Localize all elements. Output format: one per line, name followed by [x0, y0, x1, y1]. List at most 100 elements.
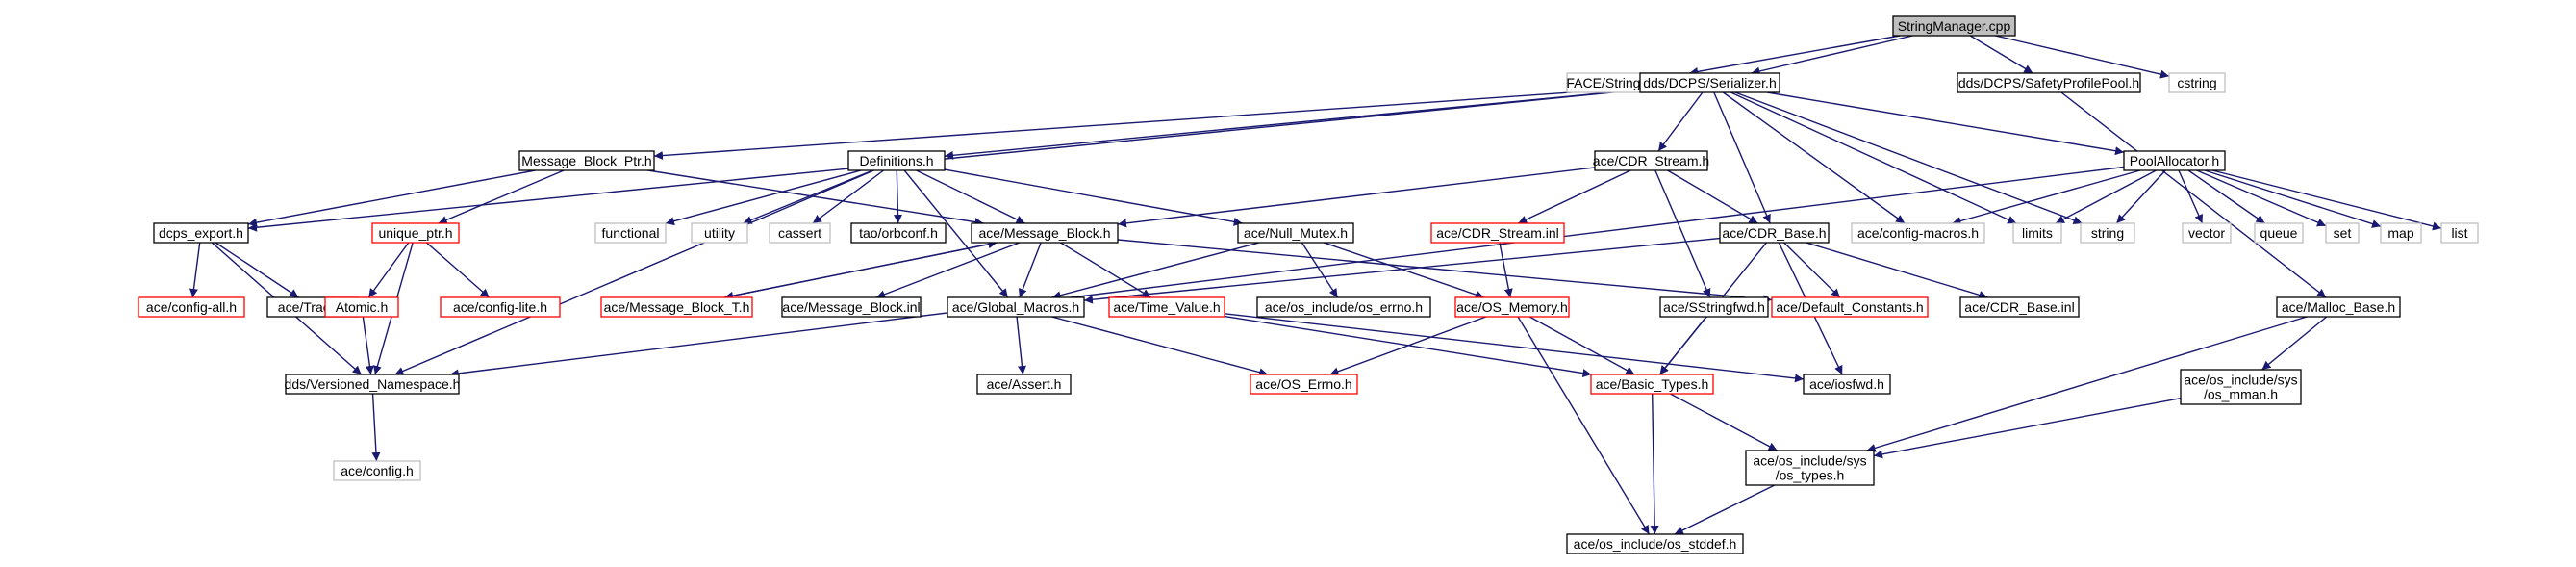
edge-poolalloc-to-list: [2211, 169, 2442, 231]
node-label: /os_mman.h: [2204, 387, 2278, 402]
node-box: [971, 222, 1119, 244]
edge-poolalloc-to-map: [2204, 169, 2382, 228]
node-label: ace/OS_Errno.h: [1255, 376, 1351, 392]
edge-poolalloc-to-vector: [2178, 169, 2204, 224]
edge-root-to-safety: [1969, 35, 2033, 74]
node-mb-inl[interactable]: ace/Message_Block.inl: [781, 296, 922, 318]
node-label: PoolAllocator.h: [2130, 153, 2219, 168]
node-os-errno-h[interactable]: ace/os_include/os_errno.h: [1256, 296, 1431, 318]
node-box: [1771, 296, 1929, 318]
edge-serializer-to-poolalloc: [1767, 91, 2125, 156]
node-label: Definitions.h: [859, 153, 933, 168]
node-label: cstring: [2177, 75, 2216, 90]
edge-os_memory-to-os_errno: [1329, 316, 1487, 376]
edge-message_block-to-mb_inl: [875, 242, 1021, 298]
node-os-mman[interactable]: ace/os_include/sys/os_mman.h: [2180, 369, 2302, 405]
node-time-value[interactable]: ace/Time_Value.h: [1108, 296, 1225, 318]
node-default-constants[interactable]: ace/Default_Constants.h: [1771, 296, 1929, 318]
node-box: [1892, 15, 2016, 37]
node-cassert: cassert: [769, 222, 831, 244]
node-versioned-ns[interactable]: dds/Versioned_Namespace.h: [285, 374, 461, 395]
node-box: [691, 222, 748, 244]
node-config-all[interactable]: ace/config-all.h: [138, 296, 245, 318]
node-safety[interactable]: dds/DCPS/SafetyProfilePool.h: [1957, 72, 2141, 93]
node-label: ace/CDR_Base.h: [1722, 225, 1826, 241]
node-dcps-export[interactable]: dcps_export.h: [153, 222, 249, 244]
node-label: ace/config-all.h: [146, 299, 237, 315]
node-box: [1659, 296, 1769, 318]
node-label: functional: [602, 225, 660, 241]
node-mbptr[interactable]: Message_Block_Ptr.h: [518, 150, 655, 171]
edge-serializer-to-cdr_stream: [1657, 91, 1704, 152]
node-global-macros[interactable]: ace/Global_Macros.h: [947, 296, 1085, 318]
node-box: [1237, 222, 1354, 244]
node-message-block[interactable]: ace/Message_Block.h: [971, 222, 1119, 244]
node-cdr-base[interactable]: ace/CDR_Base.h: [1719, 222, 1830, 244]
edge-sstringfwd-to-basic_types: [1659, 316, 1707, 375]
edge-global_macros-to-assert: [1016, 316, 1026, 375]
node-label: ace/Default_Constants.h: [1776, 299, 1923, 315]
node-box: [600, 296, 753, 318]
node-label: queue: [2260, 225, 2298, 241]
node-cdr-stream-inl[interactable]: ace/CDR_Stream.inl: [1430, 222, 1565, 244]
node-label: ace/CDR_Stream.inl: [1436, 225, 1559, 241]
edge-definitions-to-global_macros: [903, 169, 1009, 298]
node-sstringfwd[interactable]: ace/SStringfwd.h: [1659, 296, 1769, 318]
node-cdr-stream[interactable]: ace/CDR_Stream.h: [1593, 150, 1709, 171]
node-box: [1590, 374, 1714, 395]
node-box: [153, 222, 249, 244]
node-label: dds/Versioned_Namespace.h: [285, 376, 461, 392]
node-label: tao/orbconf.h: [859, 225, 938, 241]
node-unique-ptr[interactable]: unique_ptr.h: [371, 222, 460, 244]
edge-serializer-to-config_macros: [1722, 91, 1906, 224]
edge-null_mutex-to-global_macros: [1051, 242, 1260, 300]
edge-serializer-to-string: [1734, 91, 2083, 225]
edge-unique_ptr-to-atomic: [367, 242, 410, 298]
node-label: vector: [2188, 225, 2225, 241]
edge-time_value-to-iosfwd: [1224, 313, 1805, 383]
node-os-memory[interactable]: ace/OS_Memory.h: [1454, 296, 1570, 318]
node-cstring: cstring: [2168, 72, 2226, 93]
node-label: StringManager.cpp: [1898, 18, 2011, 34]
edge-serializer-to-limits: [1730, 91, 2017, 224]
node-poolalloc[interactable]: PoolAllocator.h: [2123, 150, 2226, 171]
node-box: [594, 222, 667, 244]
edge-cdr_stream-to-cdr_stream_inl: [1517, 169, 1631, 224]
edge-definitions-to-message_block: [916, 169, 1025, 224]
node-null-mutex[interactable]: ace/Null_Mutex.h: [1237, 222, 1354, 244]
node-box: [333, 460, 421, 481]
node-label: ace/Message_Block.h: [979, 225, 1111, 241]
node-label: dcps_export.h: [159, 225, 243, 241]
node-box: [1454, 296, 1570, 318]
node-box: [2254, 222, 2304, 244]
node-basic-types[interactable]: ace/Basic_Types.h: [1590, 374, 1714, 395]
edge-poolalloc-to-config_macros: [1952, 169, 2141, 225]
edge-mbptr-to-dcps_export: [247, 169, 536, 227]
node-os-types[interactable]: ace/os_include/sys/os_types.h: [1745, 450, 1875, 486]
node-box: [1594, 150, 1708, 171]
edge-basic_types-to-os_types: [1670, 393, 1778, 451]
edge-message_block-to-time_value: [1060, 242, 1151, 298]
edge-poolalloc-to-queue: [2187, 169, 2265, 224]
node-serializer[interactable]: dds/DCPS/Serializer.h: [1639, 72, 1780, 93]
node-config-lite[interactable]: ace/config-lite.h: [440, 296, 561, 318]
node-label: ace/OS_Memory.h: [1456, 299, 1568, 315]
node-malloc-base[interactable]: ace/Malloc_Base.h: [2276, 296, 2401, 318]
node-label: ace/config-macros.h: [1857, 225, 1979, 241]
edge-null_mutex-to-os_errno_h: [1301, 242, 1339, 298]
node-assert[interactable]: ace/Assert.h: [976, 374, 1072, 395]
node-root[interactable]: StringManager.cpp: [1892, 15, 2016, 37]
node-os-errno[interactable]: ace/OS_Errno.h: [1250, 374, 1358, 395]
edge-safety-to-malloc_base: [2060, 91, 2327, 298]
node-box: [1959, 296, 2080, 318]
node-label: cassert: [778, 225, 821, 241]
node-definitions[interactable]: Definitions.h: [847, 150, 946, 171]
node-os-stddef[interactable]: ace/os_include/os_stddef.h: [1566, 533, 1744, 554]
edge-cdr_stream-to-cdr_base: [1667, 169, 1758, 224]
node-cdr-base-inl[interactable]: ace/CDR_Base.inl: [1959, 296, 2080, 318]
node-mb-t[interactable]: ace/Message_Block_T.h: [600, 296, 753, 318]
node-orbconf[interactable]: tao/orbconf.h: [850, 222, 947, 244]
edge-definitions-to-null_mutex: [944, 168, 1243, 226]
node-atomic[interactable]: Atomic.h: [324, 296, 399, 318]
node-iosfwd[interactable]: ace/iosfwd.h: [1803, 374, 1891, 395]
